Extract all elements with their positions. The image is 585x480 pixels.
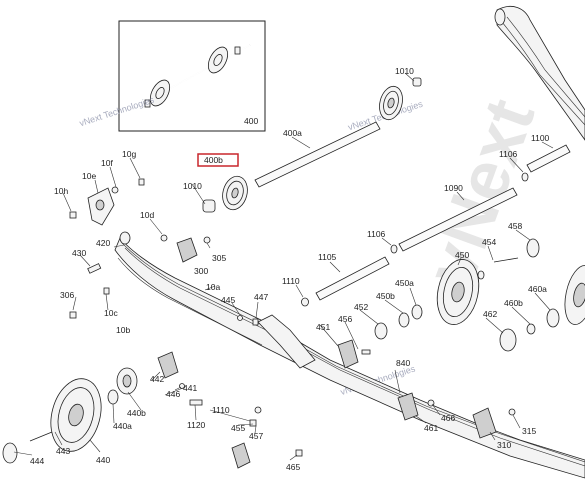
wheel-upper	[379, 77, 422, 121]
label-1106-left: 1106	[367, 229, 386, 239]
label-443: 443	[56, 446, 70, 456]
leader-lines	[13, 72, 554, 461]
label-440b: 440b	[127, 408, 146, 418]
label-450: 450	[455, 250, 469, 260]
highlight-box	[197, 153, 239, 167]
main-rail	[114, 231, 585, 479]
label-1110-upper: 1110	[282, 276, 300, 286]
part-labels: 1010 400a 1100 1106 1090 1106 1105 1110 …	[30, 66, 550, 472]
label-461: 461	[424, 423, 438, 433]
label-430: 430	[72, 248, 86, 258]
label-446: 446	[166, 389, 180, 399]
shaft-400a	[254, 121, 381, 188]
label-400a: 400a	[283, 128, 302, 138]
background-watermark: vNext	[411, 89, 550, 295]
label-458: 458	[508, 221, 522, 231]
bottom-parts	[231, 406, 303, 469]
shaft-1090	[390, 187, 518, 254]
block-310	[472, 407, 516, 439]
label-445: 445	[221, 295, 235, 305]
label-840: 840	[396, 358, 410, 368]
bracket-461	[397, 392, 435, 421]
wheel-450	[374, 238, 540, 340]
label-454: 454	[482, 237, 496, 247]
bracket-10e	[69, 178, 168, 242]
label-310: 310	[497, 440, 511, 450]
highlight-label: 400b	[204, 155, 223, 165]
label-451: 451	[316, 322, 330, 332]
label-1090: 1090	[444, 183, 463, 193]
label-10e: 10e	[82, 171, 96, 181]
label-455: 455	[231, 423, 245, 433]
wheel-400b	[202, 175, 248, 213]
label-1106-right: 1106	[499, 149, 518, 159]
label-10g: 10g	[122, 149, 136, 159]
upper-rail	[494, 6, 585, 141]
label-460b: 460b	[504, 298, 523, 308]
label-457: 457	[249, 431, 263, 441]
label-441: 441	[183, 383, 197, 393]
label-10c: 10c	[104, 308, 118, 318]
label-450b: 450b	[376, 291, 395, 301]
label-1105: 1105	[318, 252, 337, 262]
label-10b: 10b	[116, 325, 130, 335]
shaft-1100	[521, 144, 571, 182]
label-10d: 10d	[140, 210, 154, 220]
label-315: 315	[522, 426, 536, 436]
label-462: 462	[483, 309, 497, 319]
label-442: 442	[150, 374, 164, 384]
inset-label: 400	[244, 116, 258, 126]
shaft-1105	[301, 256, 390, 307]
label-440: 440	[96, 455, 110, 465]
label-444: 444	[30, 456, 44, 466]
label-305: 305	[212, 253, 226, 263]
label-420: 420	[96, 238, 110, 248]
inset-box: 400	[118, 20, 266, 132]
label-452: 452	[354, 302, 368, 312]
label-1110-lower: 1110	[212, 405, 230, 415]
label-1010-left: 1010	[183, 181, 202, 191]
wheel-440	[2, 351, 203, 464]
label-447: 447	[254, 292, 268, 302]
label-10f: 10f	[101, 158, 113, 168]
label-450a: 450a	[395, 278, 414, 288]
label-456: 456	[338, 314, 352, 324]
bracket-451	[337, 339, 371, 369]
label-300: 300	[194, 266, 208, 276]
label-440a: 440a	[113, 421, 132, 431]
label-1100: 1100	[531, 133, 550, 143]
label-1120: 1120	[187, 420, 206, 430]
label-306: 306	[60, 290, 74, 300]
label-460a: 460a	[528, 284, 547, 294]
block-300	[176, 236, 211, 263]
label-466: 466	[441, 413, 455, 423]
label-1010-upper: 1010	[395, 66, 414, 76]
fasteners-left	[69, 263, 259, 326]
label-465: 465	[286, 462, 300, 472]
label-10h: 10h	[54, 186, 68, 196]
wheel-460	[499, 265, 585, 352]
label-10a: 10a	[206, 282, 220, 292]
